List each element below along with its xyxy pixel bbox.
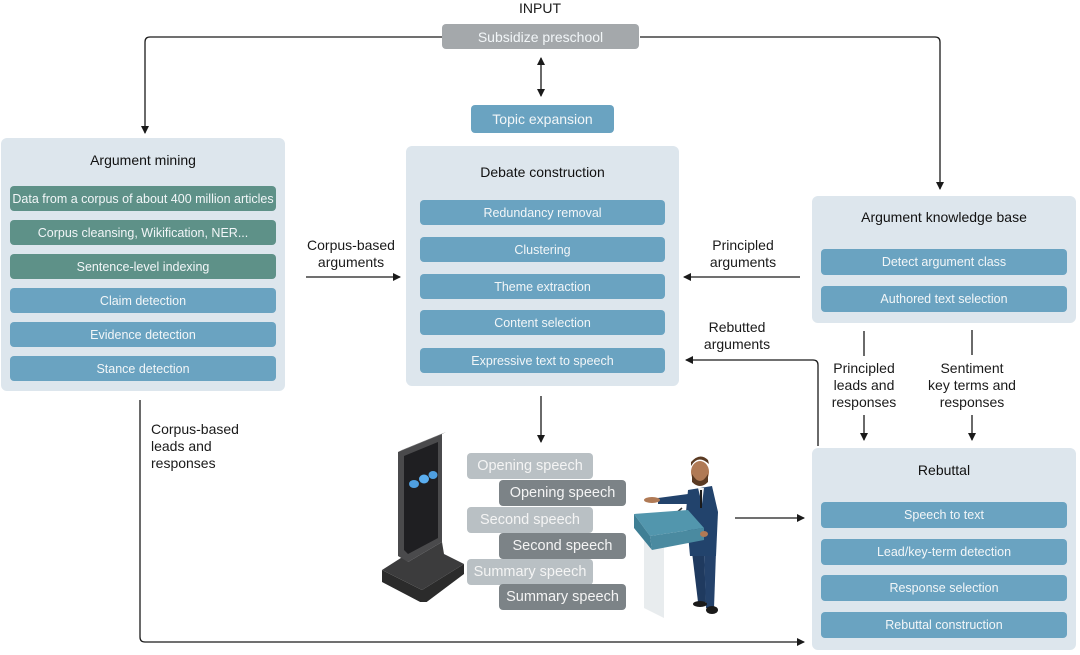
label-line: responses <box>831 394 897 410</box>
arrow-corpus-leads-to-rebuttal <box>139 400 805 646</box>
label-line: Sentiment <box>940 360 1004 376</box>
rebuttal-panel: Rebuttal Speech to text Lead/key-term de… <box>812 448 1076 650</box>
rebuttal-step[interactable]: Speech to text <box>821 502 1067 528</box>
label-sentiment: Sentiment key terms and responses <box>917 360 1027 411</box>
label-corpus-based-leads: Corpus-based leads and responses <box>151 421 261 472</box>
label-line: key terms and <box>928 377 1016 393</box>
label-line: Corpus-based <box>151 421 239 437</box>
speech-machine-opening: Opening speech <box>467 453 593 479</box>
arrow-input-to-kb <box>640 36 944 190</box>
speech-machine-summary: Summary speech <box>467 559 593 585</box>
label-corpus-based-arguments: Corpus-based arguments <box>296 237 406 271</box>
label-line: Principled <box>712 237 774 253</box>
speech-machine-second: Second speech <box>467 507 593 533</box>
label-line: responses <box>151 455 216 471</box>
mining-step[interactable]: Stance detection <box>10 356 276 381</box>
label-line: arguments <box>709 254 777 270</box>
input-topic[interactable]: Subsidize preschool <box>442 24 639 49</box>
label-principled-leads: Principled leads and responses <box>822 360 906 411</box>
rebuttal-step[interactable]: Rebuttal construction <box>821 612 1067 638</box>
argument-mining-panel: Argument mining Data from a corpus of ab… <box>1 138 285 391</box>
label-line: Principled <box>833 360 895 376</box>
label-line: Rebutted <box>708 319 766 335</box>
human-debater-icon <box>634 456 718 618</box>
label-line: leads and <box>151 438 212 454</box>
input-heading: INPUT <box>519 0 561 16</box>
mining-step[interactable]: Sentence-level indexing <box>10 254 276 279</box>
mining-step[interactable]: Data from a corpus of about 400 million … <box>10 186 276 211</box>
speech-human-opening: Opening speech <box>499 480 626 506</box>
arrow-input-to-mining <box>141 36 442 134</box>
mining-step[interactable]: Evidence detection <box>10 322 276 347</box>
speech-human-second: Second speech <box>499 533 626 559</box>
label-line: leads and <box>833 377 895 393</box>
debate-step[interactable]: Expressive text to speech <box>420 348 665 373</box>
debate-step[interactable]: Theme extraction <box>420 274 665 299</box>
rebuttal-title: Rebuttal <box>917 462 971 478</box>
knowledge-base-panel: Argument knowledge base Detect argument … <box>812 196 1076 323</box>
rebuttal-step[interactable]: Response selection <box>821 575 1067 601</box>
mining-step[interactable]: Claim detection <box>10 288 276 313</box>
knowledge-base-title: Argument knowledge base <box>861 209 1027 225</box>
label-line: responses <box>939 394 1005 410</box>
label-line: Corpus-based <box>307 237 395 253</box>
label-line: arguments <box>703 336 771 352</box>
label-rebutted-arguments: Rebutted arguments <box>682 319 792 353</box>
rebuttal-step[interactable]: Lead/key-term detection <box>821 539 1067 565</box>
debate-step[interactable]: Content selection <box>420 310 665 335</box>
debate-step[interactable]: Clustering <box>420 237 665 262</box>
debate-construction-panel: Debate construction Redundancy removal C… <box>406 146 679 386</box>
mining-step[interactable]: Corpus cleansing, Wikification, NER... <box>10 220 276 245</box>
debate-step[interactable]: Redundancy removal <box>420 200 665 225</box>
speech-human-summary: Summary speech <box>499 584 626 610</box>
label-line: arguments <box>317 254 385 270</box>
argument-mining-title: Argument mining <box>90 152 196 168</box>
kb-step[interactable]: Detect argument class <box>821 249 1067 275</box>
kb-step[interactable]: Authored text selection <box>821 286 1067 312</box>
debate-construction-title: Debate construction <box>480 164 605 180</box>
machine-debater-icon <box>382 432 464 602</box>
topic-expansion[interactable]: Topic expansion <box>471 105 614 133</box>
arrow-rebutted-arguments <box>685 356 819 446</box>
label-principled-arguments: Principled arguments <box>688 237 798 271</box>
